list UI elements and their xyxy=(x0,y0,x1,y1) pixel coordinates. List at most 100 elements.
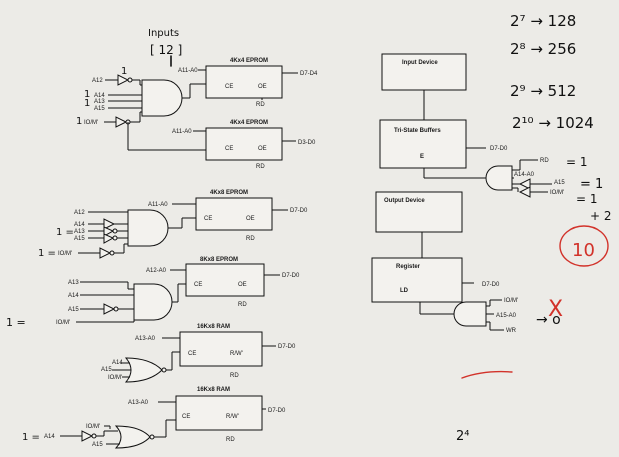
chip-4kx8-eprom: 4Kx8 EPROM CE OE A11-A0 RD D7-D0 xyxy=(148,190,308,242)
and-gate-shape xyxy=(127,209,169,247)
note-power: 2⁹ → 512 xyxy=(510,82,576,100)
and-gate-shape xyxy=(485,165,513,191)
red-circle xyxy=(559,225,609,267)
gate-input: A14 xyxy=(74,222,85,228)
gate-input: A12 xyxy=(74,210,85,216)
or-gate-shape xyxy=(124,357,163,383)
gate-input: A13 xyxy=(68,280,79,286)
chip-rd: RD xyxy=(226,437,235,443)
chip-rd: RD xyxy=(256,102,265,108)
note-power: 2⁸ → 256 xyxy=(510,40,576,58)
chip-box xyxy=(179,331,263,367)
gate-input: A14 xyxy=(44,434,55,440)
register-box xyxy=(371,257,463,303)
chip-out: D7-D0 xyxy=(268,408,286,414)
chip-oe: OE xyxy=(238,282,247,288)
note-one: 1 xyxy=(84,89,90,100)
chip-title: 16Kx8 RAM xyxy=(197,387,230,393)
chip-box xyxy=(175,395,263,431)
note-power: 2¹⁰ → 1024 xyxy=(512,114,594,132)
chip-rd: RD xyxy=(256,164,265,170)
note-one-eq: 1 = xyxy=(22,432,40,443)
register-load-gate: IO/M' A15-A0 WR xyxy=(453,298,518,334)
chip-ce: CE xyxy=(204,216,212,222)
gate-input: RD xyxy=(540,158,549,164)
gate-input: IO/M' xyxy=(58,251,72,257)
or-gate-shape xyxy=(114,425,151,449)
chip-addr: A13-A0 xyxy=(128,400,149,406)
chip-4kx4-eprom-2: 4Kx4 EPROM CE OE A11-A0 RD D3-D0 xyxy=(172,120,316,170)
note-plus-two: + 2 xyxy=(590,209,612,223)
chip-out: D7-D0 xyxy=(278,344,296,350)
chip-title: 8Kx8 EPROM xyxy=(200,257,238,263)
input-device: Input Device xyxy=(381,53,467,120)
chip-rd: RD xyxy=(230,373,239,379)
tri-state-buffers-label: Tri-State Buffers xyxy=(394,128,441,134)
gate-input: A15 xyxy=(92,442,103,448)
register-out: D7-D0 xyxy=(482,282,500,288)
tri-state-buffers-pin: E xyxy=(420,154,424,160)
buffer-enable-gate: RD A14-A0 A15 IO/M' xyxy=(480,158,565,198)
gate-input: A15 xyxy=(94,106,105,112)
tri-state-buffers: Tri-State Buffers E D7-D0 xyxy=(379,119,508,179)
red-stroke xyxy=(461,370,513,379)
chip-8kx8-eprom: 8Kx8 EPROM CE OE A12-A0 RD D7-D0 xyxy=(146,257,300,308)
and-gate-3: A13 A14 A15 IO/M' xyxy=(56,280,186,326)
gate-input: A15 xyxy=(101,367,112,373)
gate-input: A14 xyxy=(112,360,123,366)
chip-addr: A11-A0 xyxy=(178,68,198,74)
chip-addr: A11-A0 xyxy=(148,202,168,208)
gate-input: A15 xyxy=(74,236,85,242)
gate-input: A15 xyxy=(554,180,565,186)
chip-oe: OE xyxy=(258,84,267,90)
note-power: 2⁷ → 128 xyxy=(510,12,576,30)
chip-ce: CE xyxy=(194,282,202,288)
gate-input: WR xyxy=(506,328,517,334)
chip-box xyxy=(205,65,283,99)
chip-ce: CE xyxy=(225,84,233,90)
chip-title: 4Kx4 EPROM xyxy=(230,120,268,126)
gate-input: IO/M' xyxy=(56,320,70,326)
tri-state-buffers-out: D7-D0 xyxy=(490,146,508,152)
chip-ce: CE xyxy=(225,146,233,152)
note-bracket-12: [ 12 ] xyxy=(150,43,182,57)
chip-addr: A11-A0 xyxy=(172,129,192,135)
input-device-label: Input Device xyxy=(402,60,438,66)
handwritten-notes: Inputs [ 12 ] 1 1 1 1 1 = 1 = 1 = 1 = 2⁷… xyxy=(6,12,612,444)
note-iom-eq: = 1 xyxy=(576,192,598,206)
chip-rw: R/W' xyxy=(226,414,239,420)
note-a15-eq: = 1 xyxy=(580,177,603,192)
note-one: 1 xyxy=(121,66,127,77)
gate-input: A14-A0 xyxy=(514,172,535,178)
gate-input: A12 xyxy=(92,78,103,84)
note-arrow-o: → o xyxy=(536,312,561,328)
chip-out: D7-D0 xyxy=(290,208,308,214)
chip-title: 4Kx4 EPROM xyxy=(230,58,268,64)
chip-oe: OE xyxy=(258,146,267,152)
chip-rd: RD xyxy=(238,302,247,308)
and-gate-shape xyxy=(141,79,183,117)
gate-input: IO/M' xyxy=(84,120,98,126)
output-device-box xyxy=(375,191,463,233)
register-label: Register xyxy=(396,264,421,270)
note-one: 1 xyxy=(76,116,82,127)
output-device-label: Output Device xyxy=(384,198,425,204)
chip-ce: CE xyxy=(182,414,190,420)
note-inputs: Inputs xyxy=(148,28,179,39)
gate-input: A13 xyxy=(94,99,105,105)
note-bottom: 2⁴ xyxy=(456,429,469,444)
chip-box xyxy=(185,263,265,297)
tri-state-buffers-box xyxy=(379,119,467,169)
chip-ce: CE xyxy=(188,351,196,357)
gate-input: A14 xyxy=(68,293,79,299)
input-device-box xyxy=(381,53,467,91)
gate-input: IO/M' xyxy=(504,298,518,304)
note-circled-10: 10 xyxy=(572,240,595,261)
gate-input: IO/M' xyxy=(550,190,564,196)
note-x-mark: X xyxy=(548,297,563,322)
chip-16kx8-ram-2: 16Kx8 RAM CE R/W' A13-A0 RD D7-D0 xyxy=(128,387,286,443)
note-one-eq: 1 = xyxy=(38,248,56,259)
output-device: Output Device xyxy=(375,191,463,258)
and-gate-shape xyxy=(133,283,173,321)
